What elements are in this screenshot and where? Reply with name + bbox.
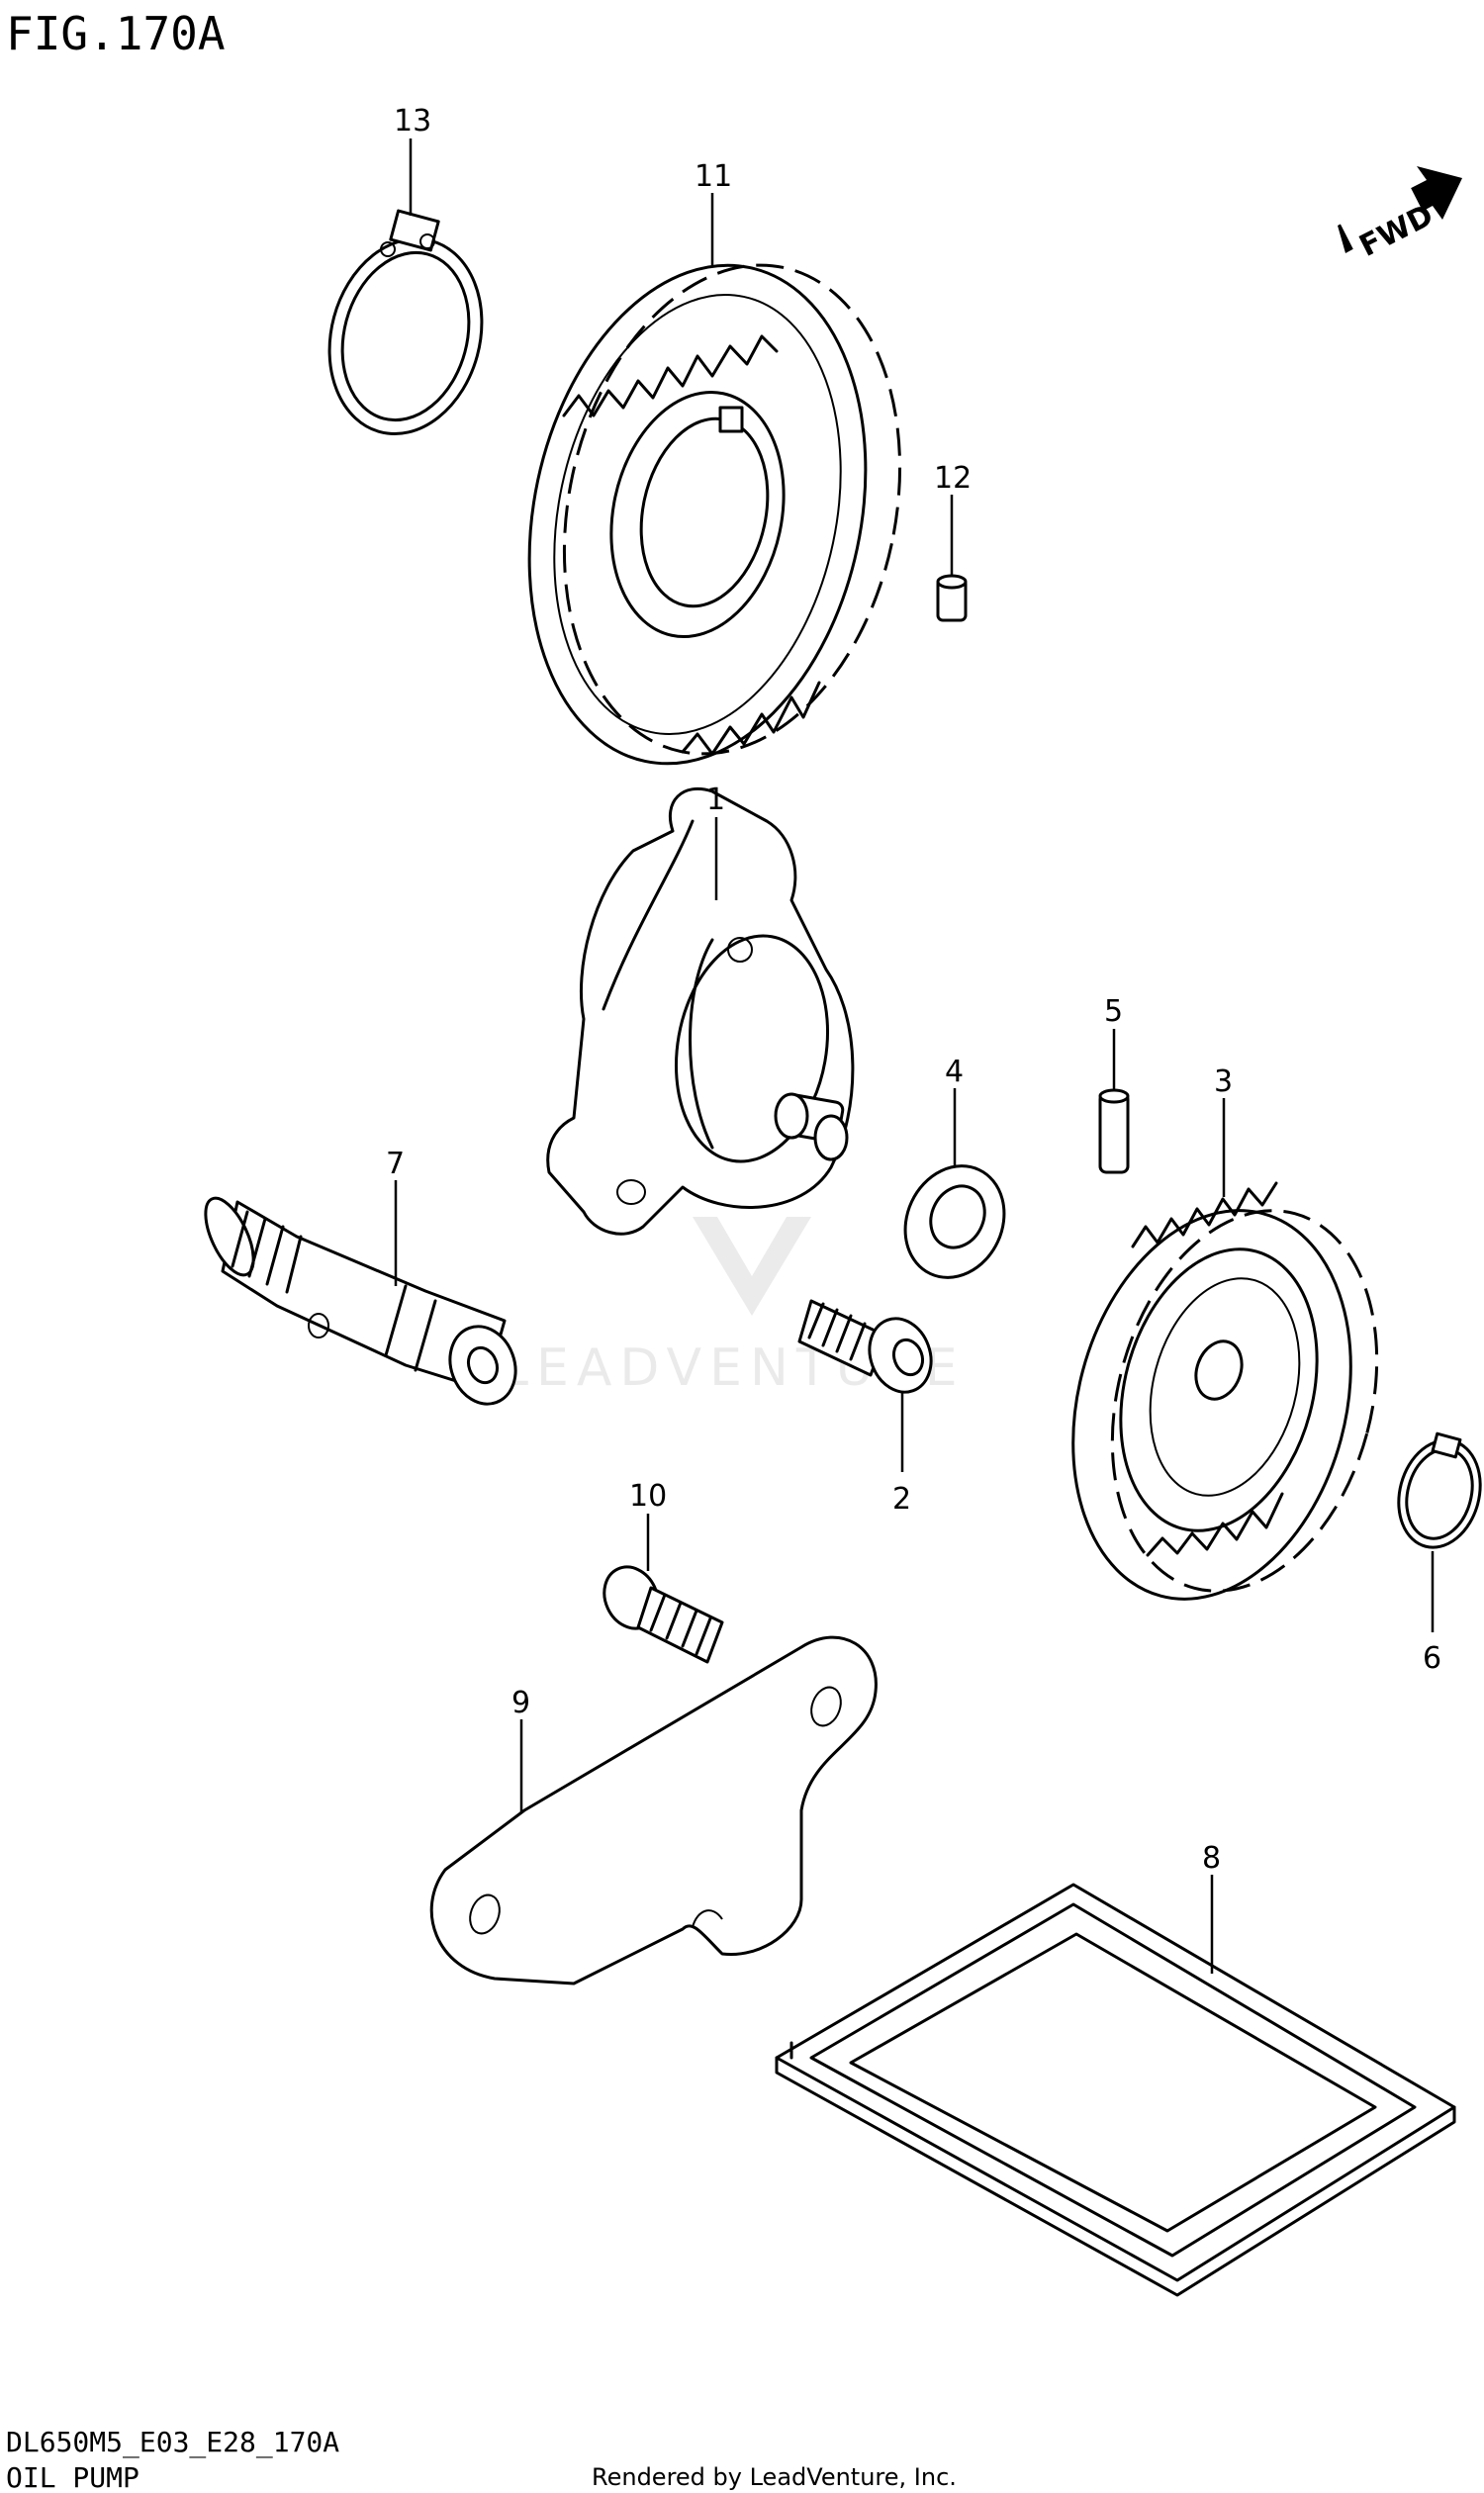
callout-2-label: 2 bbox=[892, 1482, 911, 1517]
diagram-code: DL650M5_E03_E28_170A bbox=[6, 2426, 339, 2459]
callout-8-label: 8 bbox=[1202, 1841, 1221, 1876]
part-7-pump-shaft bbox=[204, 1196, 517, 1406]
callout-4: 4 bbox=[945, 1055, 964, 1165]
callout-11-label: 11 bbox=[695, 159, 732, 194]
figure-title: FIG.170A bbox=[6, 7, 226, 60]
part-6-circlip bbox=[1397, 1431, 1482, 1549]
part-13-circlip bbox=[327, 209, 484, 436]
callout-13-label: 13 bbox=[394, 104, 431, 138]
part-1-oil-pump-body bbox=[546, 786, 855, 1236]
part-8-oil-strainer bbox=[775, 1883, 1456, 2297]
callout-7: 7 bbox=[386, 1147, 405, 1286]
callout-9-label: 9 bbox=[511, 1686, 530, 1720]
callout-10: 10 bbox=[629, 1479, 667, 1571]
part-12-dowel-pin bbox=[936, 574, 968, 622]
section-name: OIL PUMP bbox=[6, 2461, 139, 2493]
callout-5-label: 5 bbox=[1104, 994, 1123, 1029]
callout-13: 13 bbox=[394, 104, 431, 216]
callout-1: 1 bbox=[706, 783, 725, 900]
callout-3-label: 3 bbox=[1214, 1064, 1233, 1099]
callout-6: 6 bbox=[1423, 1551, 1441, 1676]
fwd-arrow-icon: FWD bbox=[1338, 166, 1462, 264]
callout-10-label: 10 bbox=[629, 1479, 667, 1514]
callout-11: 11 bbox=[695, 159, 732, 265]
part-10-bolt bbox=[603, 1565, 724, 1664]
part-2-bolt bbox=[797, 1299, 933, 1394]
callout-3: 3 bbox=[1214, 1064, 1233, 1197]
callout-4-label: 4 bbox=[945, 1055, 964, 1089]
part-11-driven-gear bbox=[527, 263, 902, 766]
part-3-pump-gear bbox=[1071, 1181, 1379, 1601]
callout-7-label: 7 bbox=[386, 1147, 405, 1181]
callout-8: 8 bbox=[1202, 1841, 1221, 1974]
callout-12: 12 bbox=[934, 461, 972, 576]
callout-12-label: 12 bbox=[934, 461, 972, 496]
callout-2: 2 bbox=[892, 1393, 911, 1517]
callout-1-label: 1 bbox=[706, 783, 725, 817]
callout-9: 9 bbox=[511, 1686, 530, 1812]
callout-6-label: 6 bbox=[1423, 1641, 1441, 1676]
part-4-washer bbox=[903, 1164, 1006, 1279]
part-5-pin bbox=[1098, 1088, 1130, 1174]
part-9-cover-plate bbox=[429, 1635, 878, 1985]
render-credit: Rendered by LeadVenture, Inc. bbox=[592, 2463, 957, 2491]
callout-5: 5 bbox=[1104, 994, 1123, 1090]
